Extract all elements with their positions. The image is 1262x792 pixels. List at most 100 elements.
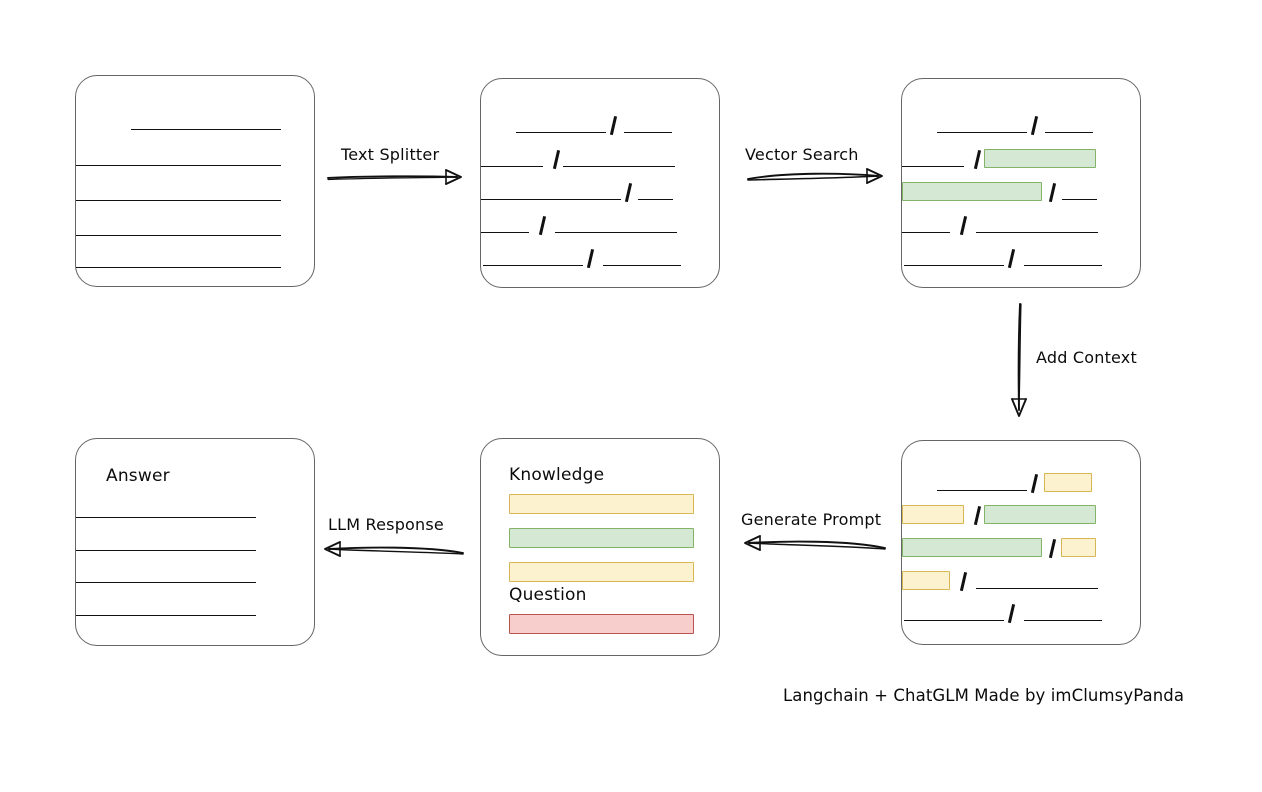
highlight-chip-green[interactable]: [984, 149, 1096, 168]
document-line-row: [902, 471, 1140, 493]
document-line-row: [76, 181, 314, 203]
text-line-segment: [603, 265, 681, 266]
highlight-chip-green[interactable]: [902, 538, 1042, 557]
slash-separator: [956, 215, 970, 235]
highlight-chip-yellow[interactable]: [1044, 473, 1092, 492]
context-chunks-lines: [902, 441, 1140, 644]
generate-prompt-label: Generate Prompt: [741, 510, 882, 529]
slash-separator: [970, 149, 984, 169]
split-chunks-box[interactable]: [480, 78, 720, 288]
source-document-box[interactable]: [75, 75, 315, 287]
text-line-segment: [76, 165, 281, 166]
footer-credit: Langchain + ChatGLM Made by imClumsyPand…: [783, 686, 1185, 705]
text-line-segment: [904, 265, 1004, 266]
document-line-row: [902, 569, 1140, 591]
document-line-row: [481, 147, 719, 169]
text-splitter-arrow: [327, 169, 462, 185]
document-line-row: [902, 180, 1140, 202]
text-line-segment: [902, 232, 950, 233]
text-line-segment: [976, 588, 1098, 589]
text-line-segment: [638, 199, 673, 200]
knowledge-chip-list: [509, 494, 699, 582]
document-line-row: [76, 563, 314, 585]
document-line-row: [76, 248, 314, 270]
answer-box[interactable]: Answer: [75, 438, 315, 646]
text-line-segment: [1062, 199, 1097, 200]
text-line-segment: [1045, 132, 1093, 133]
document-line-row: [76, 498, 314, 520]
generate-prompt-arrow: [744, 535, 886, 551]
slash-separator: [956, 571, 970, 591]
add-context-label: Add Context: [1036, 348, 1137, 367]
vector-search-arrow: [747, 168, 883, 184]
knowledge-chip[interactable]: [509, 562, 694, 582]
highlight-chip-green[interactable]: [984, 505, 1096, 524]
question-chip[interactable]: [509, 614, 694, 634]
text-line-segment: [481, 166, 543, 167]
document-line-row: [902, 246, 1140, 268]
add-context-connector: Add Context: [1000, 300, 1180, 425]
generate-prompt-connector: Generate Prompt: [735, 510, 890, 560]
text-line-segment: [1024, 265, 1102, 266]
document-line-row: [902, 601, 1140, 623]
document-line-row: [902, 213, 1140, 235]
add-context-arrow: [1011, 303, 1027, 417]
knowledge-chip[interactable]: [509, 494, 694, 514]
slash-separator: [970, 505, 984, 525]
document-line-row: [76, 110, 314, 132]
document-line-row: [481, 113, 719, 135]
text-line-segment: [76, 615, 256, 616]
text-line-segment: [131, 129, 281, 130]
text-line-segment: [76, 200, 281, 201]
text-line-segment: [481, 199, 621, 200]
prompt-box[interactable]: Knowledge Question: [480, 438, 720, 656]
text-line-segment: [937, 132, 1027, 133]
vector-matched-chunks-box[interactable]: [901, 78, 1141, 288]
answer-label: Answer: [106, 466, 170, 486]
vector-search-label: Vector Search: [745, 145, 859, 164]
document-line-row: [481, 246, 719, 268]
text-line-segment: [563, 166, 675, 167]
highlight-chip-green[interactable]: [902, 182, 1042, 201]
text-line-segment: [483, 265, 583, 266]
slash-separator: [535, 215, 549, 235]
question-label: Question: [509, 585, 587, 605]
split-chunks-lines: [481, 79, 719, 287]
text-line-segment: [76, 582, 256, 583]
llm-response-connector: LLM Response: [315, 515, 470, 565]
slash-separator: [1045, 182, 1059, 202]
text-line-segment: [902, 166, 964, 167]
document-line-row: [481, 213, 719, 235]
text-line-segment: [76, 550, 256, 551]
document-line-row: [902, 503, 1140, 525]
slash-separator: [621, 182, 635, 202]
knowledge-chip[interactable]: [509, 528, 694, 548]
slash-separator: [583, 248, 597, 268]
slash-separator: [1027, 115, 1041, 135]
text-splitter-label: Text Splitter: [341, 145, 440, 164]
slash-separator: [1004, 603, 1018, 623]
slash-separator: [606, 115, 620, 135]
text-splitter-connector: Text Splitter: [325, 145, 470, 195]
knowledge-label: Knowledge: [509, 465, 605, 485]
document-line-row: [76, 531, 314, 553]
document-line-row: [481, 180, 719, 202]
text-line-segment: [624, 132, 672, 133]
document-line-row: [76, 216, 314, 238]
text-line-segment: [937, 490, 1027, 491]
slash-separator: [1004, 248, 1018, 268]
vector-search-connector: Vector Search: [745, 145, 890, 195]
answer-lines: [76, 439, 314, 645]
text-line-segment: [76, 267, 281, 268]
text-line-segment: [76, 235, 281, 236]
highlight-chip-yellow[interactable]: [902, 571, 950, 590]
highlight-chip-yellow[interactable]: [902, 505, 964, 524]
highlight-chip-yellow[interactable]: [1061, 538, 1096, 557]
text-line-segment: [1024, 620, 1102, 621]
text-line-segment: [481, 232, 529, 233]
slash-separator: [1027, 473, 1041, 493]
llm-response-arrow: [324, 541, 464, 557]
context-chunks-box[interactable]: [901, 440, 1141, 645]
document-line-row: [76, 596, 314, 618]
